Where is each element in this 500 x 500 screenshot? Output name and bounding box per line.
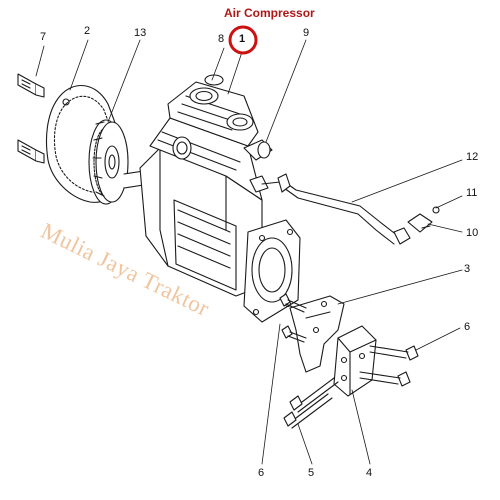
callout-12: 12	[466, 151, 479, 163]
callout-4: 4	[366, 467, 373, 479]
cap-screws	[279, 293, 419, 387]
callout-6-bottom: 6	[258, 467, 265, 479]
highlight-ring	[228, 25, 258, 55]
stud-bolts	[17, 73, 45, 164]
callout-1: 1	[239, 33, 246, 45]
callout-6-right: 6	[464, 321, 471, 333]
callout-8: 8	[218, 33, 225, 45]
compressor-body	[139, 74, 281, 297]
diagram-title: Air Compressor	[224, 6, 315, 20]
callout-7: 7	[40, 31, 47, 43]
drive-gear	[88, 119, 129, 205]
pipe-fittings	[407, 206, 440, 233]
callout-11: 11	[466, 187, 478, 199]
long-bolts	[283, 377, 339, 429]
callout-10: 10	[466, 227, 479, 239]
callout-3: 3	[464, 263, 471, 275]
callout-9: 9	[303, 27, 310, 39]
leader-lines	[35, 39, 463, 465]
mounting-block	[333, 325, 377, 397]
outlet-pipe	[277, 173, 411, 245]
callout-5: 5	[308, 467, 315, 479]
callout-13: 13	[134, 27, 147, 39]
support-bracket	[289, 295, 345, 373]
callout-2: 2	[84, 25, 91, 37]
